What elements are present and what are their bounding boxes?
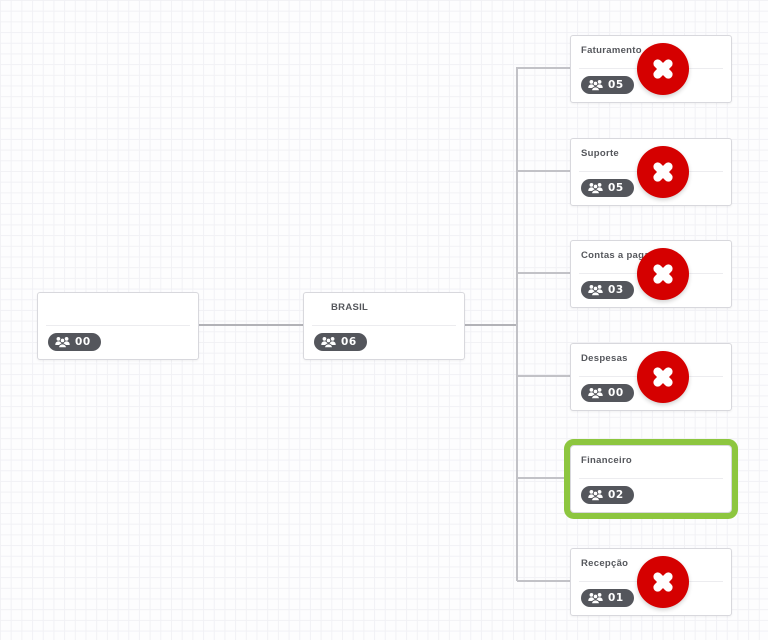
org-node-financeiro[interactable]: Financeiro 02	[570, 445, 732, 513]
member-count-badge: 02	[581, 486, 634, 504]
member-count: 06	[341, 336, 357, 348]
member-count-badge: 01	[581, 589, 634, 607]
connector-trunk	[516, 67, 518, 581]
node-title: Recepção	[581, 558, 629, 569]
node-divider	[579, 478, 723, 479]
node-title: Faturamento	[581, 45, 642, 56]
x-icon	[647, 361, 679, 393]
org-node-contas-a-pagar[interactable]: Contas a pagar 03	[570, 240, 732, 308]
users-icon	[321, 336, 336, 348]
node-divider	[46, 325, 190, 326]
node-title: Contas a pagar	[581, 250, 654, 261]
delete-node-button[interactable]	[637, 146, 689, 198]
users-icon	[588, 284, 603, 296]
node-title: Financeiro	[581, 455, 633, 466]
x-icon	[647, 566, 679, 598]
users-icon	[588, 592, 603, 604]
member-count: 05	[608, 79, 624, 91]
member-count: 03	[608, 284, 624, 296]
users-icon	[588, 387, 603, 399]
x-icon	[647, 156, 679, 188]
member-count-badge: 05	[581, 179, 634, 197]
x-icon	[647, 258, 679, 290]
connector-brasil-trunk	[463, 324, 517, 326]
connector-branch-contas-a-pagar	[517, 272, 570, 274]
node-title: Despesas	[581, 353, 628, 364]
users-icon	[55, 336, 70, 348]
connector-branch-recepcao	[517, 580, 570, 582]
connector-branch-financeiro	[517, 477, 564, 479]
users-icon	[588, 79, 603, 91]
member-count: 00	[75, 336, 91, 348]
member-count-badge: 00	[48, 333, 101, 351]
users-icon	[588, 489, 603, 501]
node-title: BRASIL	[331, 302, 369, 313]
node-title: Suporte	[581, 148, 619, 159]
delete-node-button[interactable]	[637, 556, 689, 608]
x-icon	[647, 53, 679, 85]
org-node-brasil[interactable]: BRASIL 06	[303, 292, 465, 360]
connector-branch-faturamento	[517, 67, 570, 69]
member-count: 05	[608, 182, 624, 194]
member-count: 01	[608, 592, 624, 604]
connector-branch-suporte	[517, 170, 570, 172]
member-count-badge: 06	[314, 333, 367, 351]
org-node-suporte[interactable]: Suporte 05	[570, 138, 732, 206]
org-node-root[interactable]: 00	[37, 292, 199, 360]
delete-node-button[interactable]	[637, 351, 689, 403]
connector-root-brasil	[197, 324, 303, 326]
member-count-badge: 00	[581, 384, 634, 402]
member-count-badge: 05	[581, 76, 634, 94]
delete-node-button[interactable]	[637, 43, 689, 95]
users-icon	[588, 182, 603, 194]
delete-node-button[interactable]	[637, 248, 689, 300]
org-node-recepcao[interactable]: Recepção 01	[570, 548, 732, 616]
member-count-badge: 03	[581, 281, 634, 299]
org-node-despesas[interactable]: Despesas 00	[570, 343, 732, 411]
member-count: 00	[608, 387, 624, 399]
connector-branch-despesas	[517, 375, 570, 377]
node-divider	[312, 325, 456, 326]
member-count: 02	[608, 489, 624, 501]
org-node-faturamento[interactable]: Faturamento 05	[570, 35, 732, 103]
